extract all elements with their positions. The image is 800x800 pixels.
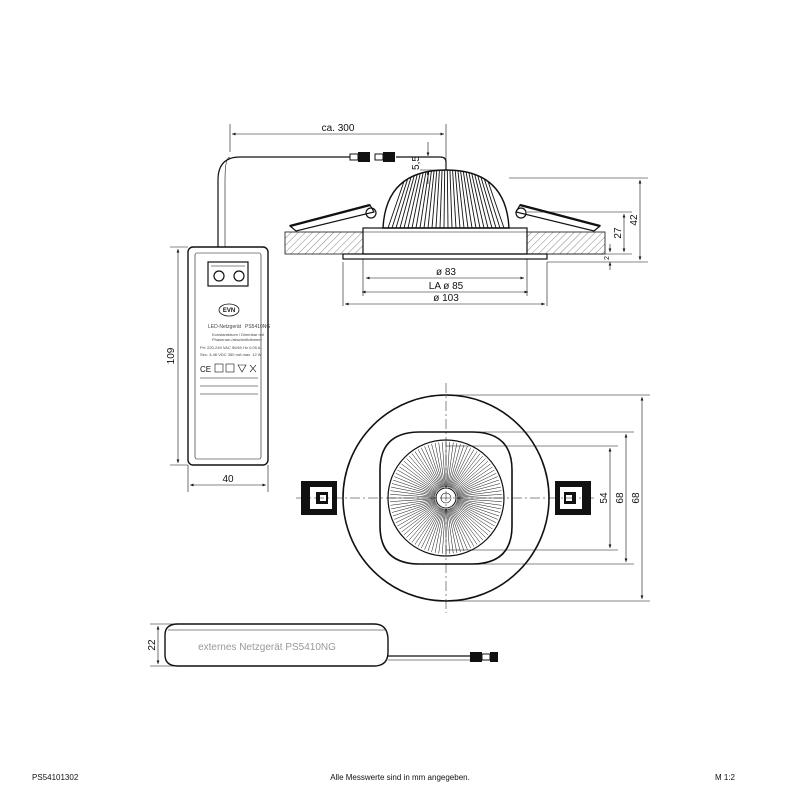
- psu-label-line-2: Phasenan-/abschnittdimmer: [212, 337, 262, 342]
- dim-gap: 5,5: [411, 156, 422, 170]
- ceiling-left: [284, 231, 364, 255]
- psu-label-title: LED-Netzgerät: [208, 324, 242, 330]
- dim-height-inner: 27: [613, 227, 624, 239]
- connector-icon: [470, 652, 498, 662]
- psu-cable: [217, 156, 350, 247]
- power-supply-front: EVN LED-Netzgerät PS5410NG Konstantstrom…: [166, 246, 270, 492]
- dim-cable-length: ca. 300: [322, 123, 355, 134]
- footer-article-number: PS54101302: [32, 773, 79, 782]
- evn-logo: [218, 303, 240, 317]
- footer-scale: M 1:2: [715, 773, 736, 782]
- evn-logo-text: EVN: [223, 308, 235, 314]
- svg-text:CE: CE: [200, 365, 211, 374]
- dim-dia-85: LA ø 85: [429, 281, 464, 292]
- dim-psu-width: 40: [222, 474, 234, 485]
- dim-top-68b: 68: [631, 492, 642, 504]
- footer-note: Alle Messwerte sind in mm angegeben.: [330, 773, 470, 782]
- spring-clip-right: [515, 204, 602, 232]
- dim-side-22: 22: [147, 639, 158, 651]
- fixture-flange: [342, 253, 548, 260]
- dim-top-68a: 68: [615, 492, 626, 504]
- ce-mark-icon: CE: [200, 363, 257, 374]
- psu-side-caption: externes Netzgerät PS5410NG: [198, 642, 336, 653]
- reflector-rays: [390, 442, 502, 554]
- power-supply-side: externes Netzgerät PS5410NG 22: [147, 623, 498, 667]
- connector-icon: [349, 152, 395, 162]
- dim-top-54: 54: [599, 492, 610, 504]
- psu-label-line-1: Konstantstrom / Dimmbar mit: [212, 332, 265, 337]
- psu-label-line-4: Sec: 3-46 VDC 350 mA max. 12 W: [200, 352, 262, 357]
- side-view: ca. 300 5,5 42 27 2 ø 83 LA ø 85 ø 103: [217, 123, 648, 306]
- spring-clip-left: [288, 204, 375, 232]
- psu-label-line-3: Pri: 220-240 VAC 50/60 Hz 0,05 A: [200, 345, 261, 350]
- dim-height-total: 42: [629, 214, 640, 226]
- dim-dia-103: ø 103: [433, 293, 459, 304]
- ceiling-right: [526, 231, 606, 255]
- top-view: 54 68 68: [296, 383, 650, 613]
- dim-psu-height: 109: [166, 347, 177, 364]
- dim-dia-83: ø 83: [436, 267, 456, 278]
- psu-label-model: PS5410NG: [245, 324, 270, 330]
- footer: PS54101302 Alle Messwerte sind in mm ang…: [32, 773, 736, 782]
- heatsink-dome: [382, 169, 510, 229]
- dim-flange: 2: [604, 256, 611, 260]
